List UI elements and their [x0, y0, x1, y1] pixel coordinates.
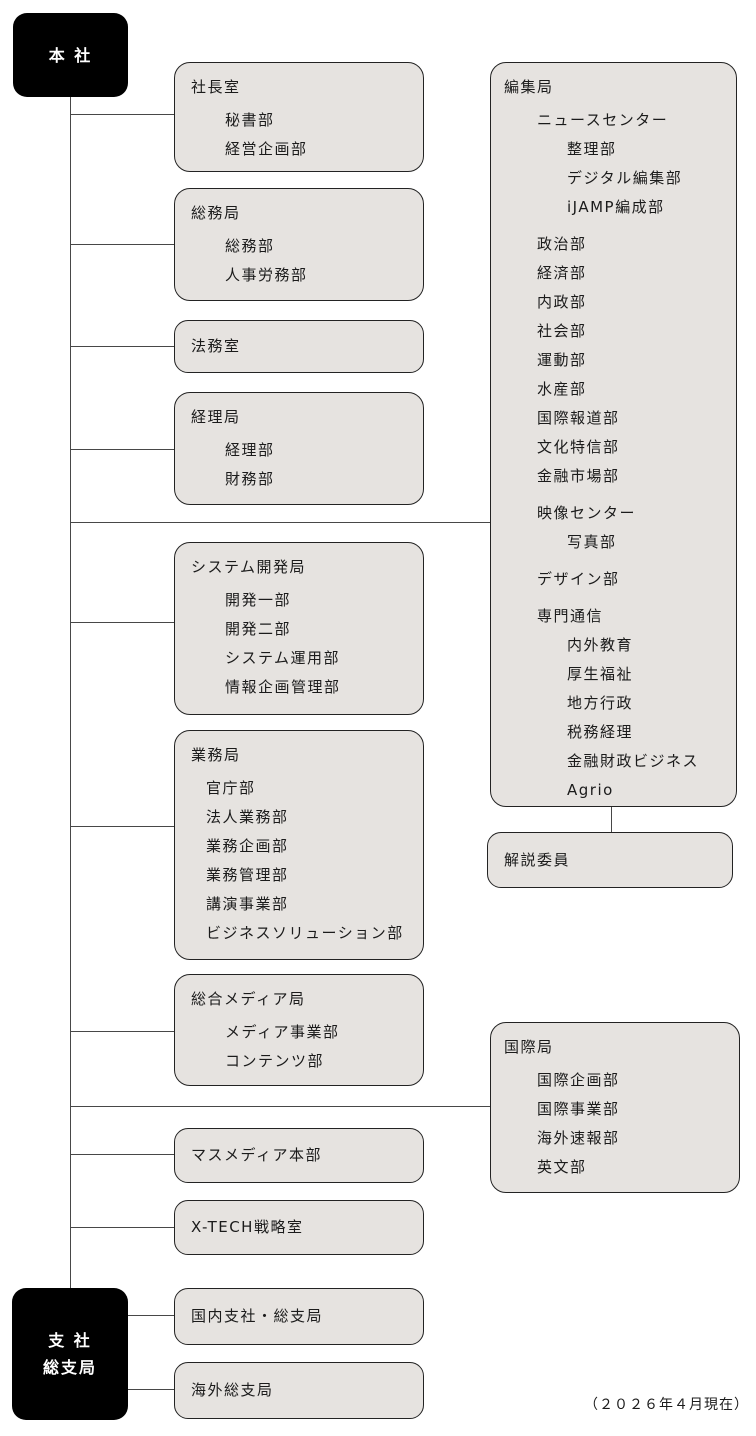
box-overseas-bureaus: 海外総支局	[174, 1362, 424, 1419]
sub-item: 整理部	[567, 140, 617, 158]
sub-item: 官庁部	[206, 779, 256, 797]
box-title: 国際局	[504, 1038, 554, 1056]
branch-line-president-office	[70, 114, 174, 116]
sub-item: iJAMP編成部	[567, 198, 665, 216]
branch-line-massmedia	[70, 1154, 174, 1156]
sub-item: 政治部	[537, 235, 587, 253]
sub-item: 金融財政ビジネス	[567, 752, 700, 770]
box-xtech: X-TECH戦略室	[174, 1200, 424, 1255]
branch-line-overseas	[128, 1389, 174, 1391]
box-domestic-branches: 国内支社・総支局	[174, 1288, 424, 1345]
box-general-affairs: 総務局 総務部 人事労務部	[174, 188, 424, 301]
sub-item: システム運用部	[225, 649, 341, 667]
box-title: 海外総支局	[191, 1381, 274, 1399]
sub-item: 開発一部	[225, 591, 292, 609]
sub-item: 税務経理	[567, 723, 634, 741]
sub-item: 厚生福祉	[567, 665, 634, 683]
sub-item: 経営企画部	[225, 140, 308, 158]
sub-item: メディア事業部	[225, 1023, 340, 1041]
branch-line-domestic	[128, 1315, 174, 1317]
trunk-line	[70, 97, 72, 1289]
connector-editorial-commentators	[611, 807, 613, 832]
sub-item: 秘書部	[225, 111, 275, 129]
sub-item: 運動部	[537, 351, 587, 369]
head-office-box: 本 社	[13, 13, 128, 97]
branch-line-editorial	[70, 522, 490, 524]
branch-line-accounting	[70, 449, 174, 451]
box-title: 解説委員	[504, 850, 571, 869]
date-note: （２０２６年４月現在）	[584, 1397, 749, 1413]
box-title: 法務室	[191, 337, 241, 355]
sub-item: 海外速報部	[537, 1129, 620, 1147]
sub-item: 業務企画部	[206, 837, 289, 855]
sub-item: デザイン部	[537, 570, 620, 588]
branch-office-label-1: 支 社	[48, 1331, 92, 1350]
box-accounting: 経理局 経理部 財務部	[174, 392, 424, 505]
box-editorial: 編集局 ニュースセンター 整理部 デジタル編集部 iJAMP編成部 政治部 経済…	[490, 62, 737, 807]
sub-item: 内政部	[537, 293, 587, 311]
sub-item: 業務管理部	[206, 866, 289, 884]
sub-item: 国際事業部	[537, 1100, 620, 1118]
branch-line-business	[70, 826, 174, 828]
branch-line-general-affairs	[70, 244, 174, 246]
sub-item: 写真部	[567, 533, 617, 551]
box-title: マスメディア本部	[191, 1146, 322, 1164]
box-president-office: 社長室 秘書部 経営企画部	[174, 62, 424, 172]
box-title: 総合メディア局	[191, 990, 306, 1008]
group-head: 専門通信	[537, 607, 604, 625]
box-title: 社長室	[191, 78, 241, 96]
box-legal: 法務室	[174, 320, 424, 373]
sub-item: 地方行政	[567, 694, 634, 712]
sub-item: 経理部	[225, 441, 275, 459]
branch-line-xtech	[70, 1227, 174, 1229]
sub-item: 英文部	[537, 1158, 587, 1176]
branch-office-box: 支 社 総支局	[12, 1288, 128, 1420]
sub-item: デジタル編集部	[567, 169, 683, 187]
sub-item: 財務部	[225, 470, 275, 488]
group-head: 映像センター	[537, 504, 637, 522]
box-title: 国内支社・総支局	[191, 1307, 324, 1325]
sub-item: 講演事業部	[206, 895, 289, 913]
sub-item: 文化特信部	[537, 438, 620, 456]
head-office-label: 本 社	[48, 45, 93, 65]
sub-item: 総務部	[225, 237, 275, 255]
box-media: 総合メディア局 メディア事業部 コンテンツ部	[174, 974, 424, 1086]
sub-item: 人事労務部	[225, 266, 308, 284]
branch-office-label-2: 総支局	[42, 1358, 97, 1377]
box-international: 国際局 国際企画部 国際事業部 海外速報部 英文部	[490, 1022, 740, 1193]
sub-item: 内外教育	[567, 636, 634, 654]
sub-item: 経済部	[537, 264, 587, 282]
group-head: ニュースセンター	[537, 111, 669, 129]
box-title: 総務局	[191, 204, 241, 222]
sub-item: 金融市場部	[537, 467, 620, 485]
branch-line-system-dev	[70, 622, 174, 624]
box-massmedia: マスメディア本部	[174, 1128, 424, 1183]
box-title: 経理局	[191, 408, 241, 426]
box-title: 編集局	[504, 78, 554, 96]
sub-item: 法人業務部	[206, 808, 289, 826]
box-title: 業務局	[191, 746, 241, 764]
sub-item: 国際報道部	[537, 409, 620, 427]
sub-item: ビジネスソリューション部	[206, 924, 404, 942]
sub-item: 国際企画部	[537, 1071, 620, 1089]
sub-item: 社会部	[537, 322, 587, 340]
box-system-dev: システム開発局 開発一部 開発二部 システム運用部 情報企画管理部	[174, 542, 424, 715]
box-title: システム開発局	[191, 558, 307, 576]
branch-line-international	[70, 1106, 490, 1108]
sub-item: コンテンツ部	[225, 1052, 325, 1070]
branch-line-media	[70, 1031, 174, 1033]
box-business: 業務局 官庁部 法人業務部 業務企画部 業務管理部 講演事業部 ビジネスソリュー…	[174, 730, 424, 960]
sub-item: Agrio	[567, 781, 614, 799]
sub-item: 情報企画管理部	[225, 678, 341, 696]
sub-item: 水産部	[537, 380, 587, 398]
branch-line-legal	[70, 346, 174, 348]
box-title: X-TECH戦略室	[191, 1218, 304, 1236]
box-commentators: 解説委員	[487, 832, 733, 888]
sub-item: 開発二部	[225, 620, 292, 638]
